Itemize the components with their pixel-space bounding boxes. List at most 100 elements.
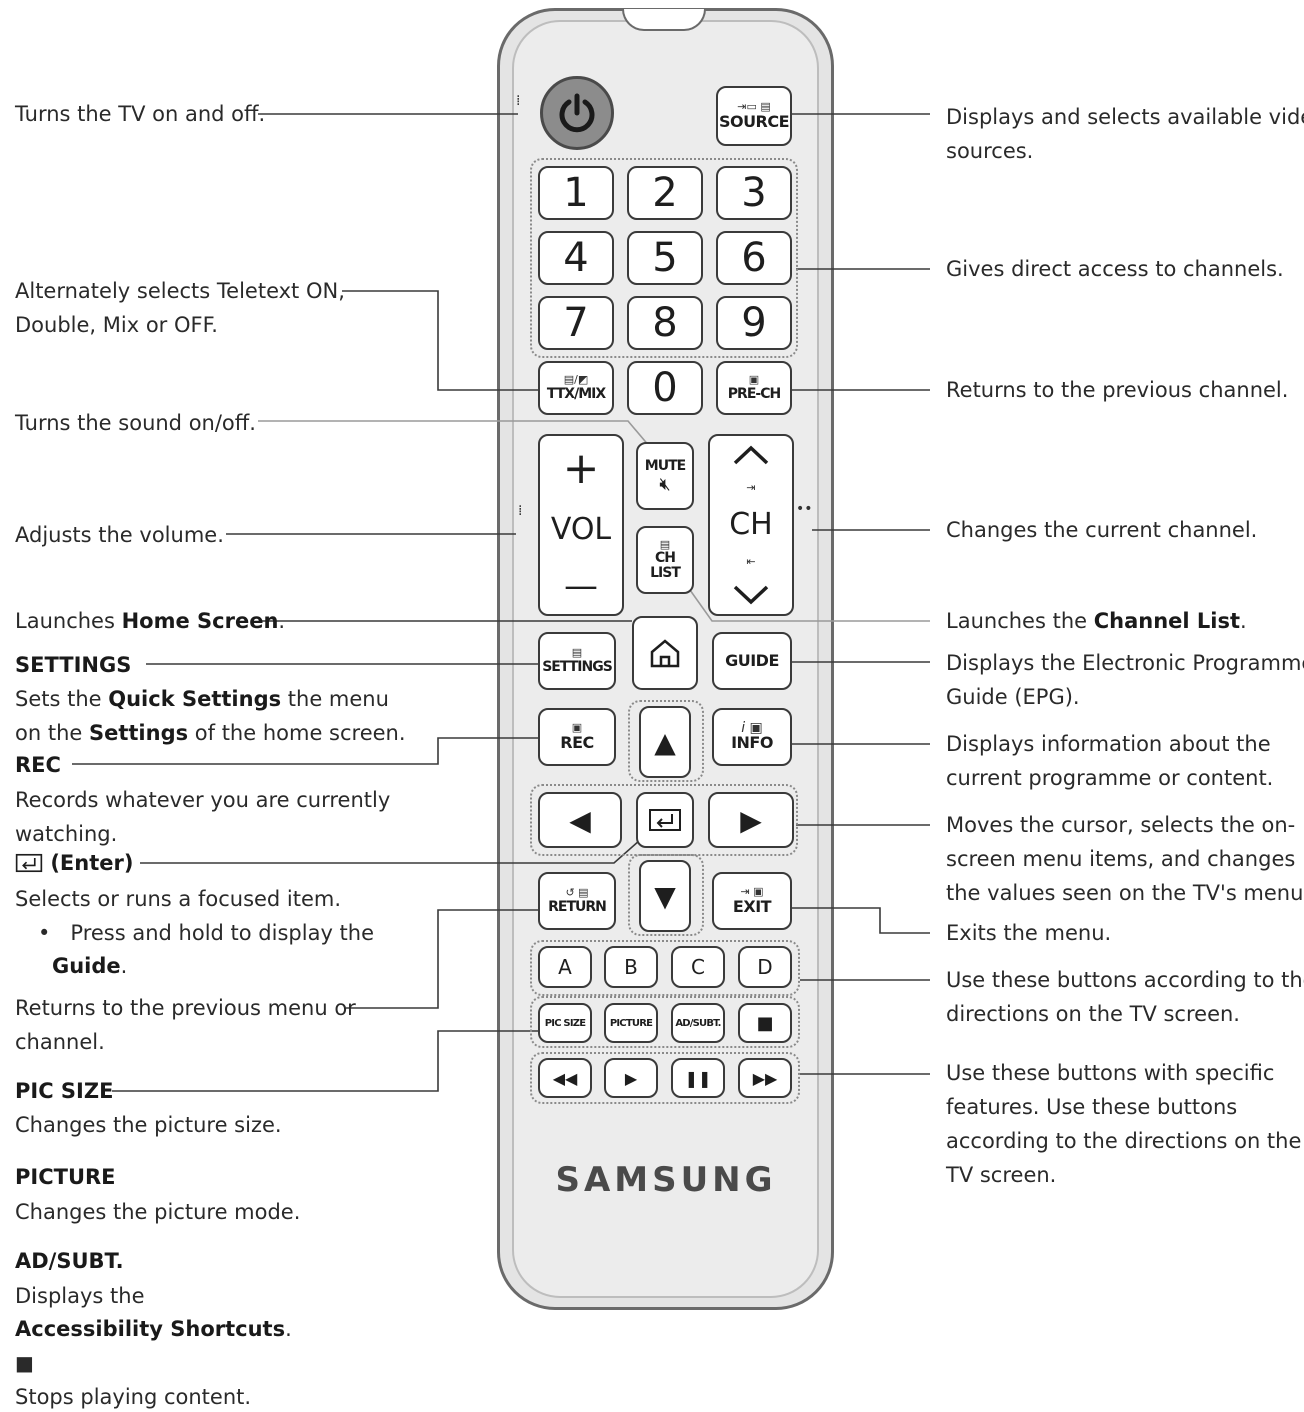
label-enter-1: Selects or runs a focused item. (15, 887, 342, 911)
label-guide-2: Guide (EPG). (946, 685, 1080, 709)
pre-ch-button[interactable]: ▣ PRE-CH (716, 361, 792, 415)
nav-up-button[interactable]: ▲ (639, 706, 691, 778)
digit-1-button[interactable]: 1 (538, 166, 614, 220)
channel-down-icon (733, 585, 769, 605)
digit-4-button[interactable]: 4 (538, 231, 614, 285)
return-label: RETURN (548, 899, 607, 915)
digit-8-button[interactable]: 8 (627, 296, 703, 350)
exit-icon: ⇥ ▣ (740, 885, 764, 898)
channel-rocker[interactable]: ⇥ CH ⇤ (708, 434, 794, 616)
nav-left-button[interactable]: ◀ (538, 792, 622, 848)
digit-5-label: 5 (652, 235, 678, 281)
teletext-icon: ▤/◩ (563, 373, 589, 386)
ch-list-label-2: LIST (650, 565, 681, 581)
ch-list-button[interactable]: ▤ CH LIST (636, 526, 694, 594)
label-cursor-3: the values seen on the TV's menu. (946, 881, 1304, 905)
label-picsize-desc: Changes the picture size. (15, 1113, 282, 1137)
a-button[interactable]: A (538, 946, 592, 988)
label-cursor-1: Moves the cursor, selects the on- (946, 813, 1296, 837)
rec-button[interactable]: ▣ REC (538, 708, 616, 766)
label-adsubt-2-bold: Accessibility Shortcuts (15, 1317, 286, 1341)
enter-inline-icon (15, 853, 43, 873)
exit-label: EXIT (732, 897, 772, 916)
label-home: Launches Home Screen. (15, 604, 285, 638)
digit-3-button[interactable]: 3 (716, 166, 792, 220)
nav-down-button[interactable]: ▼ (639, 860, 691, 932)
digit-0-button[interactable]: 0 (627, 361, 703, 415)
home-button[interactable] (632, 616, 698, 690)
label-info-2: current programme or content. (946, 766, 1274, 790)
digit-5-button[interactable]: 5 (627, 231, 703, 285)
digit-9-label: 9 (741, 300, 767, 346)
power-icon (559, 93, 595, 133)
ttx-mix-button[interactable]: ▤/◩ TTX/MIX (538, 361, 614, 415)
label-return-2: channel. (15, 1030, 105, 1054)
volume-up-icon: + (562, 442, 600, 494)
info-button[interactable]: i ▣ INFO (712, 708, 792, 766)
return-button[interactable]: ↺ ▤ RETURN (538, 872, 616, 930)
volume-label: VOL (550, 512, 612, 548)
digit-6-button[interactable]: 6 (716, 231, 792, 285)
digit-3-label: 3 (741, 170, 767, 216)
source-button[interactable]: ⇥▭ ▤ SOURCE (716, 86, 792, 146)
fast-forward-icon: ▶▶ (752, 1068, 778, 1088)
pre-ch-label: PRE-CH (727, 386, 781, 402)
label-stop-desc: Stops playing content. (15, 1385, 252, 1409)
digit-4-label: 4 (563, 235, 589, 281)
pre-ch-icon: ▣ (748, 373, 760, 386)
digit-7-label: 7 (563, 300, 589, 346)
label-source-1: Displays and selects available video (946, 105, 1304, 129)
return-icon: ↺ ▤ (565, 886, 589, 899)
volume-rocker[interactable]: + VOL — (538, 434, 624, 616)
d-label: D (757, 955, 773, 979)
remote-top-notch (622, 9, 706, 31)
ttx-mix-label: TTX/MIX (546, 386, 606, 402)
rec-icon: ▣ (571, 721, 583, 734)
ad-subt-button[interactable]: AD/SUBT. (671, 1003, 725, 1043)
mute-label: MUTE (644, 457, 686, 474)
exit-button[interactable]: ⇥ ▣ EXIT (712, 872, 792, 930)
b-button[interactable]: B (604, 946, 658, 988)
picture-button[interactable]: PICTURE (604, 1003, 658, 1043)
digit-2-button[interactable]: 2 (627, 166, 703, 220)
stop-button[interactable]: ■ (738, 1003, 792, 1043)
label-adsubt-2-post: . (285, 1317, 292, 1341)
nav-right-button[interactable]: ▶ (708, 792, 794, 848)
label-media-1: Use these buttons with specific (946, 1061, 1275, 1085)
label-settings-2-post: of the home screen. (188, 721, 406, 745)
ch-list-label-1: CH (655, 550, 676, 566)
guide-label: GUIDE (725, 651, 779, 670)
arrow-left-icon: ◀ (569, 803, 591, 837)
guide-button[interactable]: GUIDE (712, 632, 792, 690)
label-settings-1-post: the menu (281, 687, 389, 711)
play-button[interactable]: ▶ (604, 1058, 658, 1098)
d-button[interactable]: D (738, 946, 792, 988)
label-home-post: . (278, 609, 286, 633)
label-media-3: according to the directions on the (946, 1129, 1302, 1153)
settings-button[interactable]: ▤ SETTINGS (538, 632, 616, 690)
arrow-right-icon: ▶ (740, 803, 762, 837)
channel-next-icon: ⇥ (746, 481, 756, 494)
play-icon: ▶ (624, 1068, 638, 1088)
power-button[interactable] (540, 76, 614, 150)
rewind-button[interactable]: ◀◀ (538, 1058, 592, 1098)
label-adsubt-1: Displays the (15, 1284, 145, 1308)
enter-button[interactable] (636, 792, 694, 848)
label-teletext-2: Double, Mix or OFF. (15, 313, 218, 337)
label-settings-2: on the Settings of the home screen. (15, 716, 406, 750)
label-settings-title: SETTINGS (15, 653, 132, 677)
color-buttons-group (530, 940, 800, 996)
label-return-1: Returns to the previous menu or (15, 996, 356, 1020)
label-media-4: TV screen. (946, 1163, 1057, 1187)
digit-7-button[interactable]: 7 (538, 296, 614, 350)
c-button[interactable]: C (671, 946, 725, 988)
label-rec-1: Records whatever you are currently (15, 788, 391, 812)
pause-button[interactable]: ❚❚ (671, 1058, 725, 1098)
fast-forward-button[interactable]: ▶▶ (738, 1058, 792, 1098)
pic-size-button[interactable]: PIC SIZE (538, 1003, 592, 1043)
label-enter-guide-bold: Guide (52, 954, 121, 978)
label-adsubt-2: Accessibility Shortcuts. (15, 1312, 292, 1346)
mute-button[interactable]: MUTE 🔇︎ (636, 442, 694, 510)
digit-9-button[interactable]: 9 (716, 296, 792, 350)
rec-label: REC (560, 733, 594, 752)
